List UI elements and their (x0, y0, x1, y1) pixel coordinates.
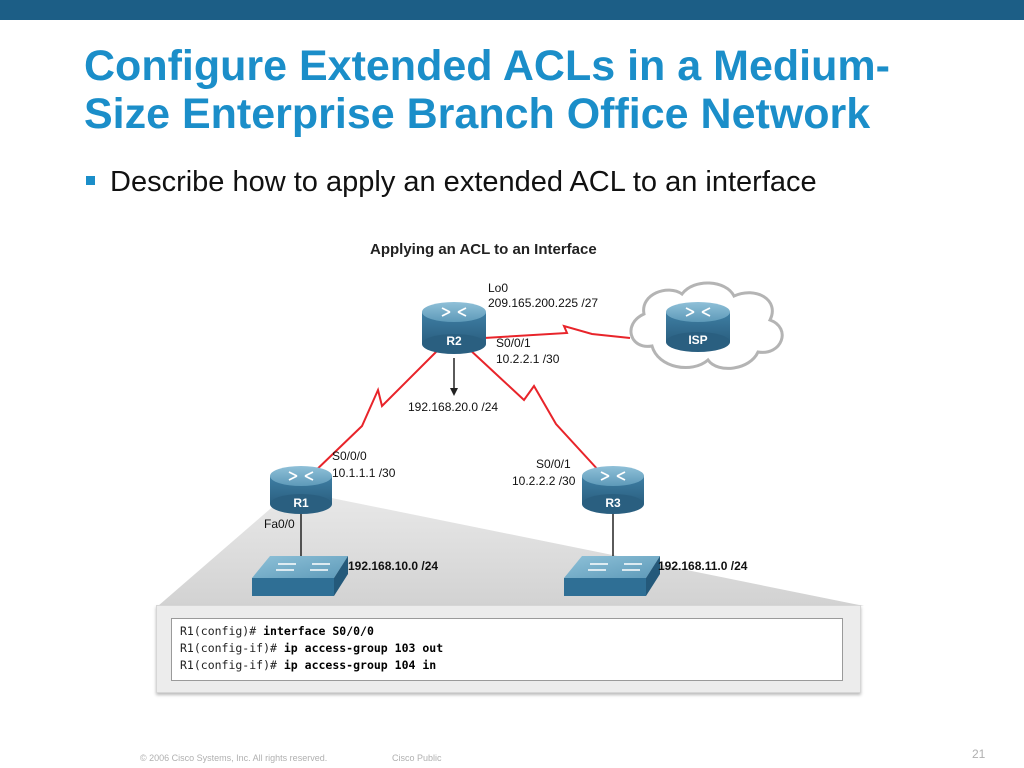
router-label-r3: R3 (605, 496, 621, 510)
switch-2-icon (564, 556, 660, 596)
cli-command: ip access-group 104 in (283, 658, 437, 672)
slide-title-line1: Configure Extended ACLs in a Medium- (84, 42, 890, 90)
r2-lo0-name: Lo0 (488, 281, 508, 295)
cli-line: R1(config)# interface S0/0/0 (180, 624, 374, 638)
arrow-head-icon (450, 388, 458, 396)
wan-link-r2-r3 (467, 347, 601, 473)
bullet-square-icon (86, 176, 95, 185)
wan-link-r2-isp (483, 324, 631, 339)
r1-s000-ip: 10.1.1.1 /30 (332, 466, 396, 480)
footer-classification: Cisco Public (392, 753, 442, 763)
cli-output-box: R1(config)# interface S0/0/0 R1(config-i… (156, 605, 861, 693)
slide-title: Configure Extended ACLs in a Medium- Siz… (84, 42, 984, 138)
r1-fa00-label: Fa0/0 (264, 517, 295, 531)
cli-prompt: R1(config-if)# (180, 658, 277, 672)
page-number: 21 (972, 747, 986, 761)
router-label-r1: R1 (293, 496, 309, 510)
router-r2-icon (422, 302, 486, 354)
lan1-label: 192.168.10.0 /24 (348, 559, 438, 573)
cli-command: ip access-group 103 out (283, 641, 444, 655)
cli-terminal: R1(config)# interface S0/0/0 R1(config-i… (171, 618, 843, 681)
lan2-label: 192.168.11.0 /24 (658, 559, 748, 573)
router-r3-icon (582, 466, 644, 514)
switch-1-icon (252, 556, 348, 596)
r3-s001-ip: 10.2.2.2 /30 (512, 474, 576, 488)
r3-s001-name: S0/0/1 (536, 457, 571, 471)
r2-lan-label: 192.168.20.0 /24 (408, 400, 498, 414)
r1-s000-name: S0/0/0 (332, 449, 367, 463)
cli-line: R1(config-if)# ip access-group 104 in (180, 658, 436, 672)
r2-s001-name: S0/0/1 (496, 336, 531, 350)
diagram-title: Applying an ACL to an Interface (370, 241, 597, 258)
cli-line: R1(config-if)# ip access-group 103 out (180, 641, 443, 655)
bullet-text: Describe how to apply an extended ACL to… (110, 166, 817, 198)
footer-copyright: © 2006 Cisco Systems, Inc. All rights re… (140, 753, 328, 763)
wan-link-r2-r1 (309, 347, 441, 477)
cli-prompt: R1(config-if)# (180, 641, 277, 655)
header-bar (0, 0, 1024, 20)
r2-s001-ip: 10.2.2.1 /30 (496, 352, 560, 366)
router-label-r2: R2 (446, 334, 462, 348)
router-isp-icon (666, 302, 730, 352)
router-r1-icon (270, 466, 332, 514)
router-label-isp: ISP (688, 333, 707, 347)
r2-lo0-ip: 209.165.200.225 /27 (488, 296, 598, 310)
cli-prompt: R1(config)# (180, 624, 257, 638)
slide-title-line2: Size Enterprise Branch Office Network (84, 90, 871, 138)
cli-command: interface S0/0/0 (263, 624, 374, 638)
